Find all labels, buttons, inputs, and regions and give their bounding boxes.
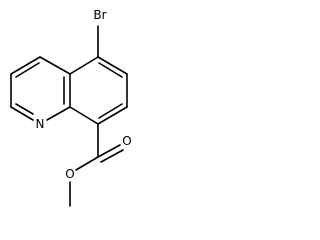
- atom-label-carbonyl-oxygen: O: [122, 134, 131, 148]
- bond-layer: [10, 25, 128, 207]
- bond-n1-c8a: [46, 106, 71, 121]
- bond-c7-c8-inner: [98, 103, 123, 119]
- atom-label-layer: Br N O O: [36, 8, 132, 181]
- bond-c2-n1: [10, 106, 34, 121]
- bond-carbonyl-oester: [75, 156, 99, 171]
- atom-label-ester-oxygen: O: [65, 167, 74, 181]
- bond-carbonyl-o: [97, 144, 121, 158]
- chemical-structure: Br N O O: [10, 8, 132, 207]
- bond-c4a-c4: [39, 56, 71, 75]
- bond-c5-c6-inner: [98, 62, 123, 78]
- atom-label-bromine: Br: [93, 8, 106, 22]
- bond-c5-c6: [97, 56, 128, 75]
- bond-c4-c3-inner: [15, 62, 40, 78]
- bond-c8-c8a: [69, 106, 99, 125]
- bond-c7-c8: [97, 106, 128, 125]
- bond-c4-c3: [10, 56, 41, 75]
- bond-c4a-c5: [69, 56, 99, 75]
- atom-label-nitrogen: N: [36, 117, 45, 131]
- bond-carbonyl-o-double: [100, 149, 124, 163]
- bond-c2-n1-inner: [15, 103, 34, 115]
